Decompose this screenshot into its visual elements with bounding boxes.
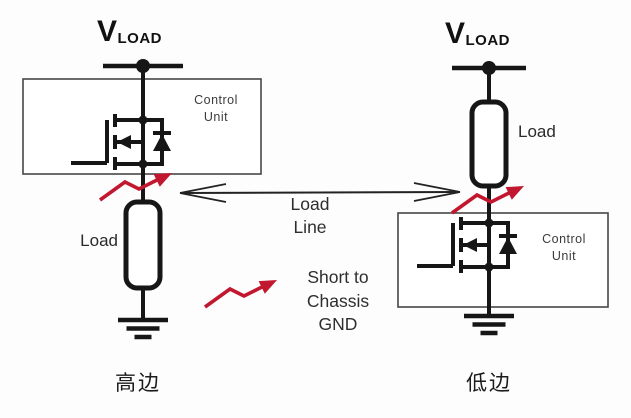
short-to-chassis-gnd-label: Short to Chassis GND: [306, 267, 370, 334]
load-line-arrow: [179, 182, 461, 203]
control-unit-label-right: Control Unit: [542, 232, 586, 263]
load-line-label: Load Line: [290, 194, 330, 237]
vload-sub-left: LOAD: [117, 30, 163, 47]
caption-high-side: 高边: [115, 372, 161, 395]
low-side-circuit: [397, 61, 609, 333]
load-label-left: Load: [80, 231, 118, 250]
short-zigzag-icon-left: [98, 171, 174, 202]
caption-low-side: 低边: [466, 372, 512, 395]
load-symbol-left: [123, 199, 163, 291]
ground-icon-left: [118, 320, 168, 337]
high-side-circuit: [22, 59, 262, 337]
short-zigzag-icon-legend: [203, 278, 279, 309]
vload-sub-right: LOAD: [465, 32, 511, 49]
vload-base-right: V: [445, 17, 466, 50]
load-label-right: Load: [518, 122, 556, 141]
vload-base-left: V: [97, 15, 118, 48]
control-unit-label-left: Control Unit: [194, 93, 238, 124]
control-unit-box-right: [397, 212, 609, 308]
load-symbol-right: [469, 99, 509, 189]
ground-icon-right: [464, 316, 514, 333]
